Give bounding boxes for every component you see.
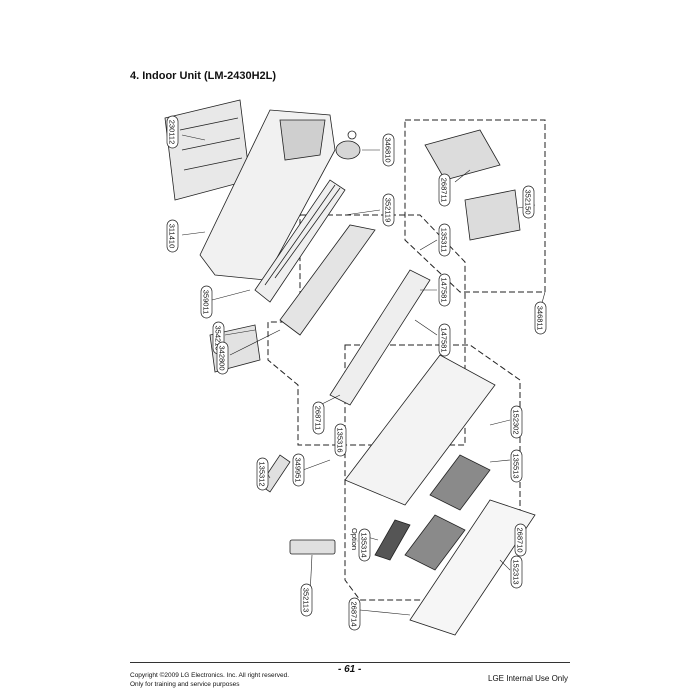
part-number: 135316	[336, 427, 345, 452]
part-number: 152302	[512, 409, 521, 434]
part-callout: 230112	[166, 115, 179, 149]
part-callout: 346811	[534, 301, 547, 335]
callout-frame	[256, 457, 269, 491]
part-number: 349951	[294, 457, 303, 482]
callout-frame	[438, 323, 451, 357]
drain-pan	[329, 269, 431, 406]
part-number: 352119	[384, 198, 393, 222]
part-number: 311410	[168, 224, 177, 248]
fan-motor	[335, 130, 361, 160]
part-callout: 268711	[312, 401, 325, 435]
part-number: 230112	[168, 120, 177, 144]
part-number: 135314	[360, 532, 369, 557]
part-number: 352113	[302, 588, 311, 612]
callout-frame	[292, 453, 305, 487]
front-panel	[409, 499, 536, 636]
part-callout: 352113	[300, 583, 313, 617]
page-number: - 61 -	[338, 664, 362, 675]
callout-frame	[166, 115, 179, 149]
part-callout: 135314	[358, 528, 371, 562]
callout-frame	[522, 185, 535, 219]
part-callout: 147581	[438, 273, 451, 307]
callout-frame	[348, 597, 361, 631]
callout-frame	[510, 405, 523, 439]
part-callout: 268710	[514, 523, 527, 557]
copyright-line: Copyright ©2009 LG Electronics. Inc. All…	[130, 672, 290, 679]
part-number: 147581	[440, 327, 449, 352]
part-number: 346810	[384, 137, 393, 162]
part-callout: 135312	[256, 457, 269, 491]
remote-controller	[289, 539, 336, 555]
part-number: 135311	[440, 228, 449, 252]
part-callout: 135316	[334, 423, 347, 457]
part-callout: 346810	[382, 133, 395, 167]
part-callout: 352119	[382, 193, 395, 227]
callout-frame	[312, 401, 325, 435]
internal-use-label: LGE Internal Use Only	[488, 674, 569, 683]
part-number: 135513	[512, 453, 521, 478]
part-number: 342800	[218, 345, 227, 370]
part-callout: 152313	[510, 555, 523, 589]
air-filters	[404, 454, 491, 571]
callout-frame	[438, 273, 451, 307]
callout-frame	[334, 423, 347, 457]
option-label: Option	[350, 528, 359, 550]
part-callout: 152302	[510, 405, 523, 439]
part-callout: 349951	[292, 453, 305, 487]
callout-frame	[358, 528, 371, 562]
callout-frame	[438, 173, 451, 207]
part-number: 352150	[524, 189, 533, 214]
callout-frame	[216, 341, 229, 375]
part-callout: 311410	[166, 219, 179, 253]
part-callout: 342800	[216, 341, 229, 375]
part-callout: 268714	[348, 597, 361, 631]
page-title: 4. Indoor Unit (LM-2430H2L)	[130, 70, 277, 82]
part-callout: 359011	[200, 285, 213, 319]
part-number: 354210	[214, 325, 223, 350]
option-part	[374, 519, 411, 561]
chassis	[199, 109, 336, 281]
callout-frame	[382, 193, 395, 227]
footer-rule	[130, 662, 570, 663]
part-number: 152313	[512, 559, 521, 584]
callout-frame	[534, 301, 547, 335]
callout-frame	[514, 523, 527, 557]
callout-frame	[382, 133, 395, 167]
footer-copyright: Copyright ©2009 LG Electronics. Inc. All…	[130, 671, 289, 689]
part-number: 268711	[314, 406, 323, 430]
callout-frame	[166, 219, 179, 253]
callout-frame	[510, 449, 523, 483]
electrical-group-outline	[404, 119, 546, 293]
front-grille	[344, 354, 496, 506]
part-number: 147581	[440, 277, 449, 302]
part-number: 268711	[440, 178, 449, 202]
part-callout: 147581	[438, 323, 451, 357]
callout-frame	[510, 555, 523, 589]
part-callout: 268711	[438, 173, 451, 207]
part-number: 346811	[536, 306, 545, 330]
part-callout: 352150	[522, 185, 535, 219]
cross-flow-fan	[254, 179, 346, 303]
part-callout: 135311	[438, 223, 451, 257]
control-box	[424, 129, 521, 241]
part-callout: 135513	[510, 449, 523, 483]
callout-frame	[438, 223, 451, 257]
part-number: 359011	[202, 290, 211, 314]
part-number: 268714	[350, 601, 359, 626]
part-number: 135312	[258, 461, 267, 486]
callout-frame	[200, 285, 213, 319]
callout-frame	[300, 583, 313, 617]
training-note: Only for training and service purposes	[130, 681, 240, 688]
evaporator	[279, 224, 376, 336]
part-number: 268710	[516, 527, 525, 552]
